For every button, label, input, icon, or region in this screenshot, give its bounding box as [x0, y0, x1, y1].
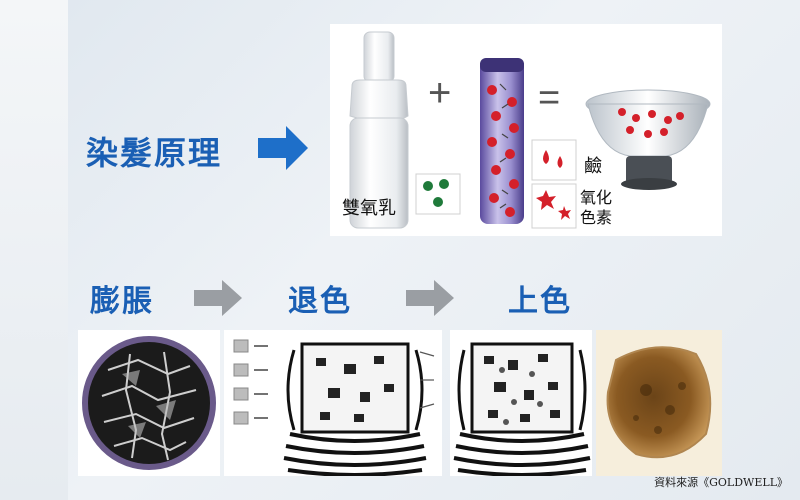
- alkali-legend-icon: [531, 139, 577, 181]
- hair-fade-image-icon: [233, 339, 435, 477]
- title-color: 上色: [508, 284, 572, 319]
- oxidative-dye-label: 氧化色素: [580, 188, 613, 227]
- oxygen-molecules-icon: [415, 173, 461, 215]
- oxidative-dye-legend-icon: [531, 183, 577, 229]
- developer-label: 雙氧乳: [342, 198, 396, 219]
- fading-diagram: [224, 330, 442, 477]
- blue-arrow-icon: [258, 126, 308, 170]
- coloring-diagram: [450, 330, 592, 477]
- title-swell: 膨脹: [90, 284, 154, 319]
- hair-cross-section-image-icon: [596, 330, 722, 476]
- hair-swell-image-icon: [82, 336, 216, 470]
- equals-sign: =: [538, 77, 560, 119]
- mixing-bowl-icon: [585, 89, 711, 190]
- formula-illustration: + =: [349, 31, 711, 229]
- dye-tube-icon: [480, 58, 524, 224]
- plus-sign: +: [428, 71, 451, 115]
- gray-arrow-icon-2: [406, 280, 454, 316]
- left-stripe: [0, 0, 68, 500]
- formula-panel: + =: [330, 24, 722, 236]
- colored-hair-cross-section: [596, 330, 722, 476]
- developer-bottle-icon: [349, 31, 409, 229]
- title-fade: 退色: [288, 284, 352, 319]
- title-hair-dye-principle: 染髮原理: [86, 134, 223, 172]
- alkali-label: 鹼: [584, 156, 602, 177]
- gray-arrow-icon-1: [194, 280, 242, 316]
- source-credit: 資料來源《GOLDWELL》: [654, 476, 788, 489]
- swelling-micrograph: [78, 330, 220, 476]
- hair-color-image-icon: [453, 342, 591, 477]
